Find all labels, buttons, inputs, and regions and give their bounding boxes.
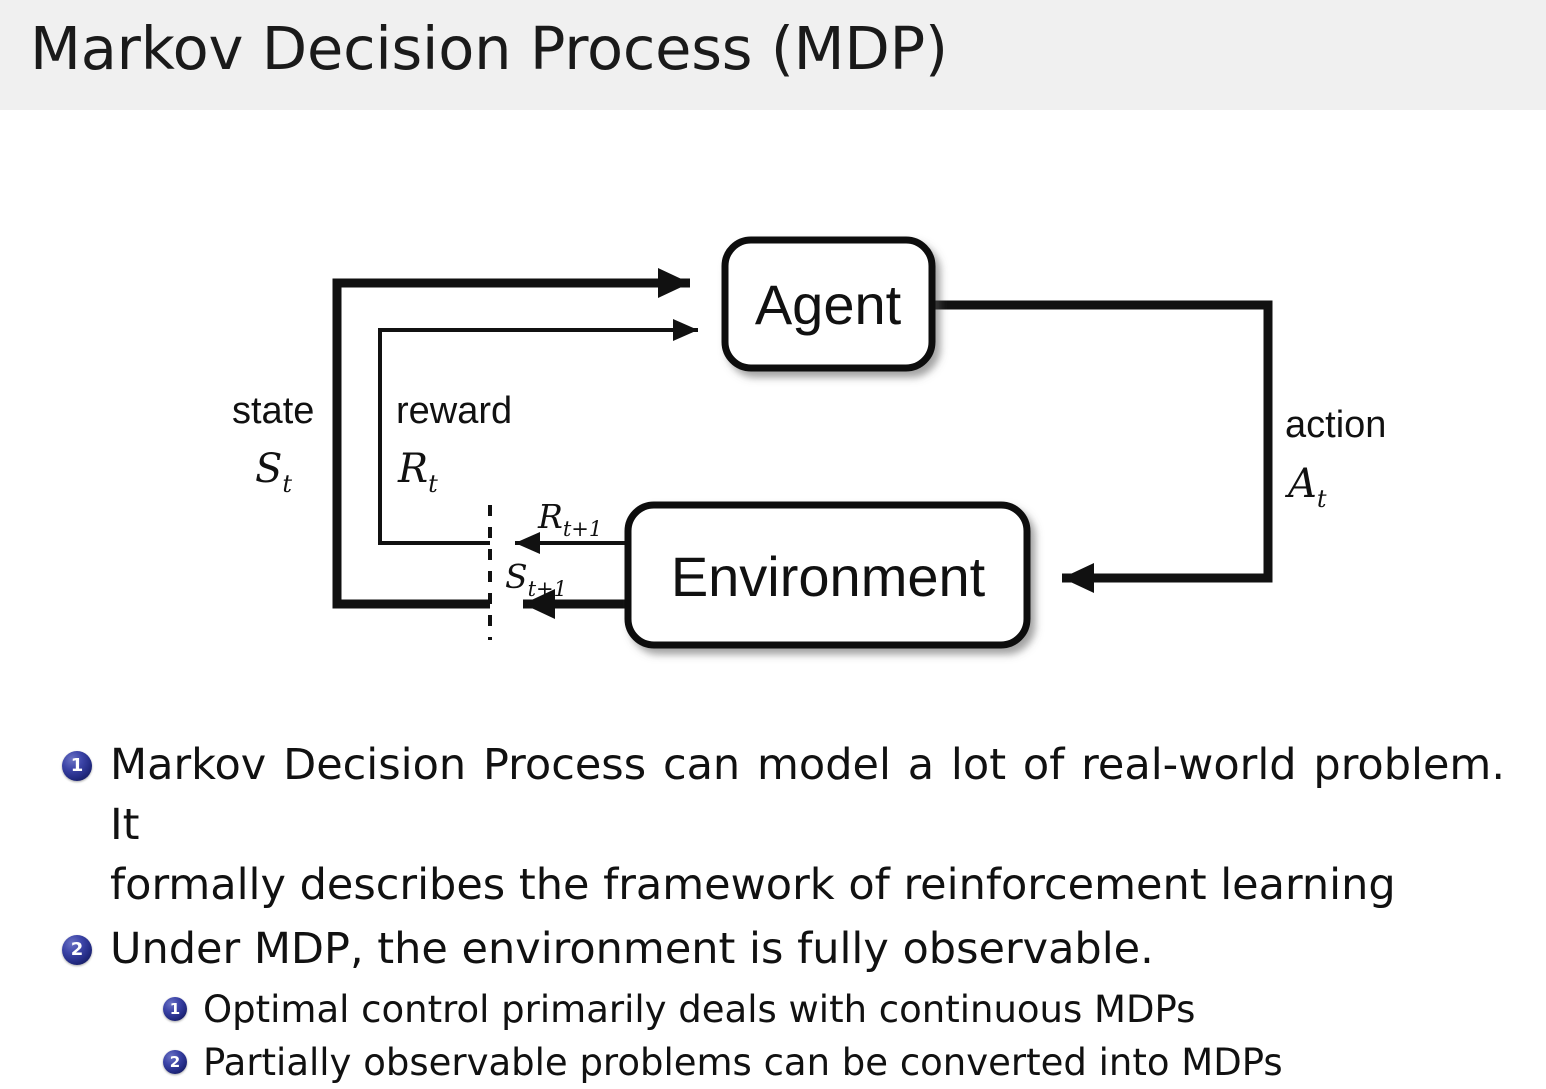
list-item[interactable]: 1 Optimal control primarily deals with c…: [0, 983, 1546, 1036]
slide-header-bar: Markov Decision Process (MDP): [0, 0, 1546, 110]
bullet-text: Markov Decision Process can model a lot …: [110, 735, 1505, 915]
state-feedback-path: [332, 268, 690, 609]
bullet-number-badge: 1: [62, 751, 92, 781]
action-label: action: [1285, 404, 1386, 446]
list-item[interactable]: 2 Under MDP, the environment is fully ob…: [0, 919, 1546, 979]
reward-symbol: Rt: [397, 446, 438, 498]
bullet-text: Partially observable problems can be con…: [203, 1041, 1283, 1084]
bullet-line-1: Under MDP, the environment is fully obse…: [110, 924, 1154, 974]
bullet-text: Optimal control primarily deals with con…: [203, 988, 1196, 1031]
mdp-diagram: Agent Environment state St reward Rt act…: [0, 110, 1546, 710]
bullet-line-1: Markov Decision Process can model a lot …: [110, 740, 1505, 850]
bullet-line-2: formally describes the framework of rein…: [110, 860, 1396, 910]
list-item[interactable]: 1 Markov Decision Process can model a lo…: [0, 735, 1546, 915]
environment-box[interactable]: [624, 501, 1031, 649]
page-title: Markov Decision Process (MDP): [30, 14, 948, 83]
next-reward-symbol: Rt+1: [537, 497, 602, 541]
action-path: [932, 300, 1273, 593]
bullet-text: Under MDP, the environment is fully obse…: [110, 919, 1505, 979]
agent-node[interactable]: Agent: [721, 236, 936, 372]
bullet-list: 1 Markov Decision Process can model a lo…: [0, 735, 1546, 1089]
next-state-symbol: St+1: [505, 557, 567, 601]
bullet-number-badge: 1: [163, 997, 187, 1021]
agent-box[interactable]: [721, 236, 936, 372]
environment-label: Environment: [671, 545, 986, 608]
bullet-number-badge: 2: [163, 1050, 187, 1074]
reward-label: reward: [396, 390, 512, 432]
action-symbol: At: [1284, 461, 1327, 513]
state-symbol: St: [255, 446, 292, 498]
bullet-number-badge: 2: [62, 935, 92, 965]
environment-node[interactable]: Environment: [624, 501, 1031, 649]
list-item[interactable]: 2 Partially observable problems can be c…: [0, 1036, 1546, 1089]
reward-feedback-path: [378, 319, 698, 545]
state-label: state: [232, 390, 314, 432]
agent-label: Agent: [755, 273, 902, 336]
